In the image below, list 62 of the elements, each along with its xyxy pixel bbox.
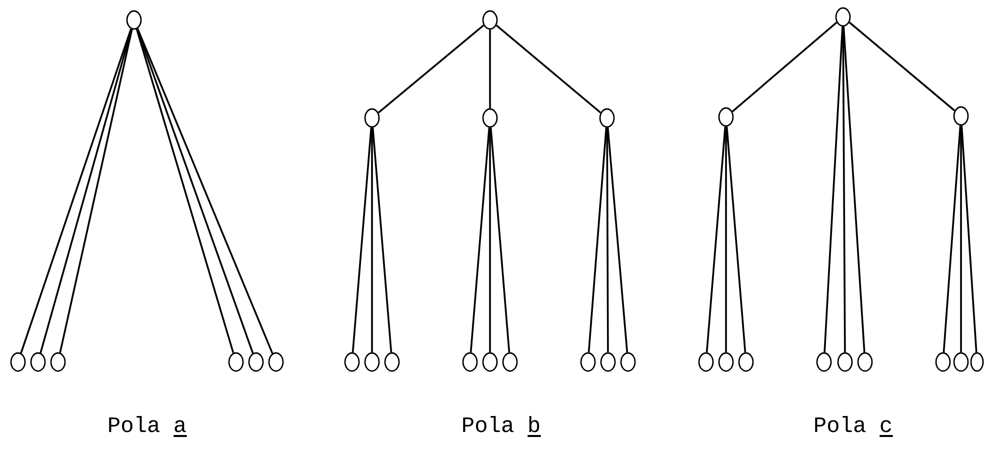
tree-node [953, 352, 969, 372]
pattern-label: Pola c [815, 416, 893, 437]
connector-line [588, 128, 608, 352]
tree-node [718, 352, 734, 372]
connector-line [136, 28, 234, 354]
connector-line [489, 30, 491, 108]
tree-node [857, 352, 873, 372]
tree-node [482, 352, 498, 372]
connector-line [371, 128, 373, 352]
tree-node [228, 352, 244, 372]
tree-node [364, 108, 380, 128]
tree-node [10, 352, 26, 372]
tree-node [970, 352, 984, 372]
tree-node [248, 352, 264, 372]
tree-node [268, 352, 284, 372]
connector-line [378, 24, 484, 114]
tree-node [738, 352, 754, 372]
connector-line [372, 128, 392, 352]
pattern-label: Pola a [109, 416, 187, 437]
connector-line [848, 22, 956, 112]
connector-line [59, 29, 133, 353]
pattern-label: Pola b [463, 416, 541, 437]
connector-line [606, 128, 628, 352]
tree-node [600, 352, 616, 372]
tree-node [816, 352, 832, 372]
connector-line [489, 128, 491, 352]
connector-line [726, 126, 746, 352]
connector-line [725, 126, 727, 352]
tree-node [835, 7, 851, 27]
connector-line [706, 126, 726, 352]
connector-line [732, 22, 838, 112]
tree-node [935, 352, 951, 372]
tree-node [30, 352, 46, 372]
connector-line [824, 26, 844, 352]
tree-node [502, 352, 518, 372]
connector-line [490, 128, 510, 352]
tree-node [482, 108, 498, 128]
connector-line [470, 128, 490, 352]
tree-node [620, 352, 636, 372]
tree-node [718, 107, 734, 127]
connector-line [20, 28, 132, 354]
tree-node [698, 352, 714, 372]
connector-line [960, 126, 978, 352]
connector-line [842, 26, 846, 352]
tree-node [50, 352, 66, 372]
connector-line [842, 26, 866, 352]
connector-line [352, 128, 372, 352]
tree-node [599, 108, 615, 128]
tree-node [344, 352, 360, 372]
tree-node [364, 352, 380, 372]
tree-node [953, 106, 969, 126]
connector-line [606, 128, 609, 352]
tree-node [126, 10, 142, 30]
tree-node [462, 352, 478, 372]
connector-line [496, 24, 602, 114]
tree-node [384, 352, 400, 372]
tree-node [837, 352, 853, 372]
connector-line [942, 126, 962, 352]
connector-line [960, 126, 962, 352]
tree-node [482, 10, 498, 30]
connector-line [40, 28, 132, 354]
tree-node [580, 352, 596, 372]
